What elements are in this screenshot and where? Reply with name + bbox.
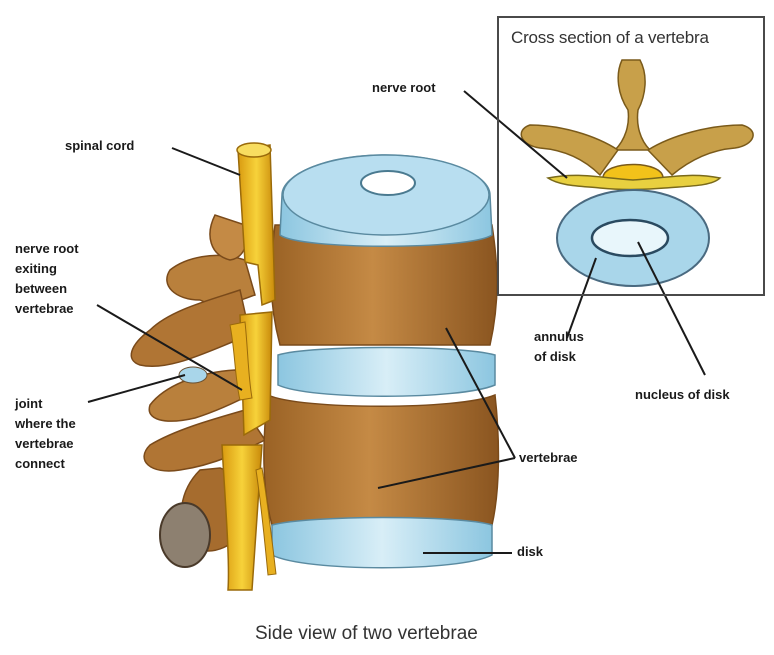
spinal-cord-leader bbox=[172, 148, 240, 175]
middle-disk bbox=[278, 348, 495, 397]
nerve-root-exiting-line1: nerve root bbox=[15, 239, 79, 259]
spinal-cord-top bbox=[237, 143, 271, 157]
annulus-label-line1: annulus bbox=[534, 327, 584, 347]
nucleus-label: nucleus of disk bbox=[635, 385, 730, 405]
joint-line4: connect bbox=[15, 454, 65, 474]
cut-bone-surface bbox=[160, 503, 210, 567]
annulus-label-line2: of disk bbox=[534, 347, 576, 367]
lower-disk bbox=[272, 518, 492, 568]
nerve-root-inset-label: nerve root bbox=[372, 78, 436, 98]
joint-line3: vertebrae bbox=[15, 434, 74, 454]
disk-label: disk bbox=[517, 542, 543, 562]
joint-line2: where the bbox=[15, 414, 76, 434]
upper-disk-nucleus bbox=[361, 171, 415, 195]
joint-line1: joint bbox=[15, 394, 42, 414]
nerve-root-exiting-line4: vertebrae bbox=[15, 299, 74, 319]
nerve-root-exiting-line3: between bbox=[15, 279, 67, 299]
cross-section-frame bbox=[497, 16, 765, 296]
facet-upper bbox=[210, 215, 247, 260]
diagram-caption: Side view of two vertebrae bbox=[255, 623, 478, 645]
lower-vertebral-body bbox=[264, 395, 499, 525]
nerve-root-exiting-line2: exiting bbox=[15, 259, 57, 279]
cross-section-title: Cross section of a vertebra bbox=[511, 28, 709, 48]
spinal-cord-bottom bbox=[222, 445, 262, 590]
vertebrae-label: vertebrae bbox=[519, 448, 578, 468]
spinal-cord-label: spinal cord bbox=[65, 136, 134, 156]
side-view-vertebrae bbox=[131, 143, 498, 590]
